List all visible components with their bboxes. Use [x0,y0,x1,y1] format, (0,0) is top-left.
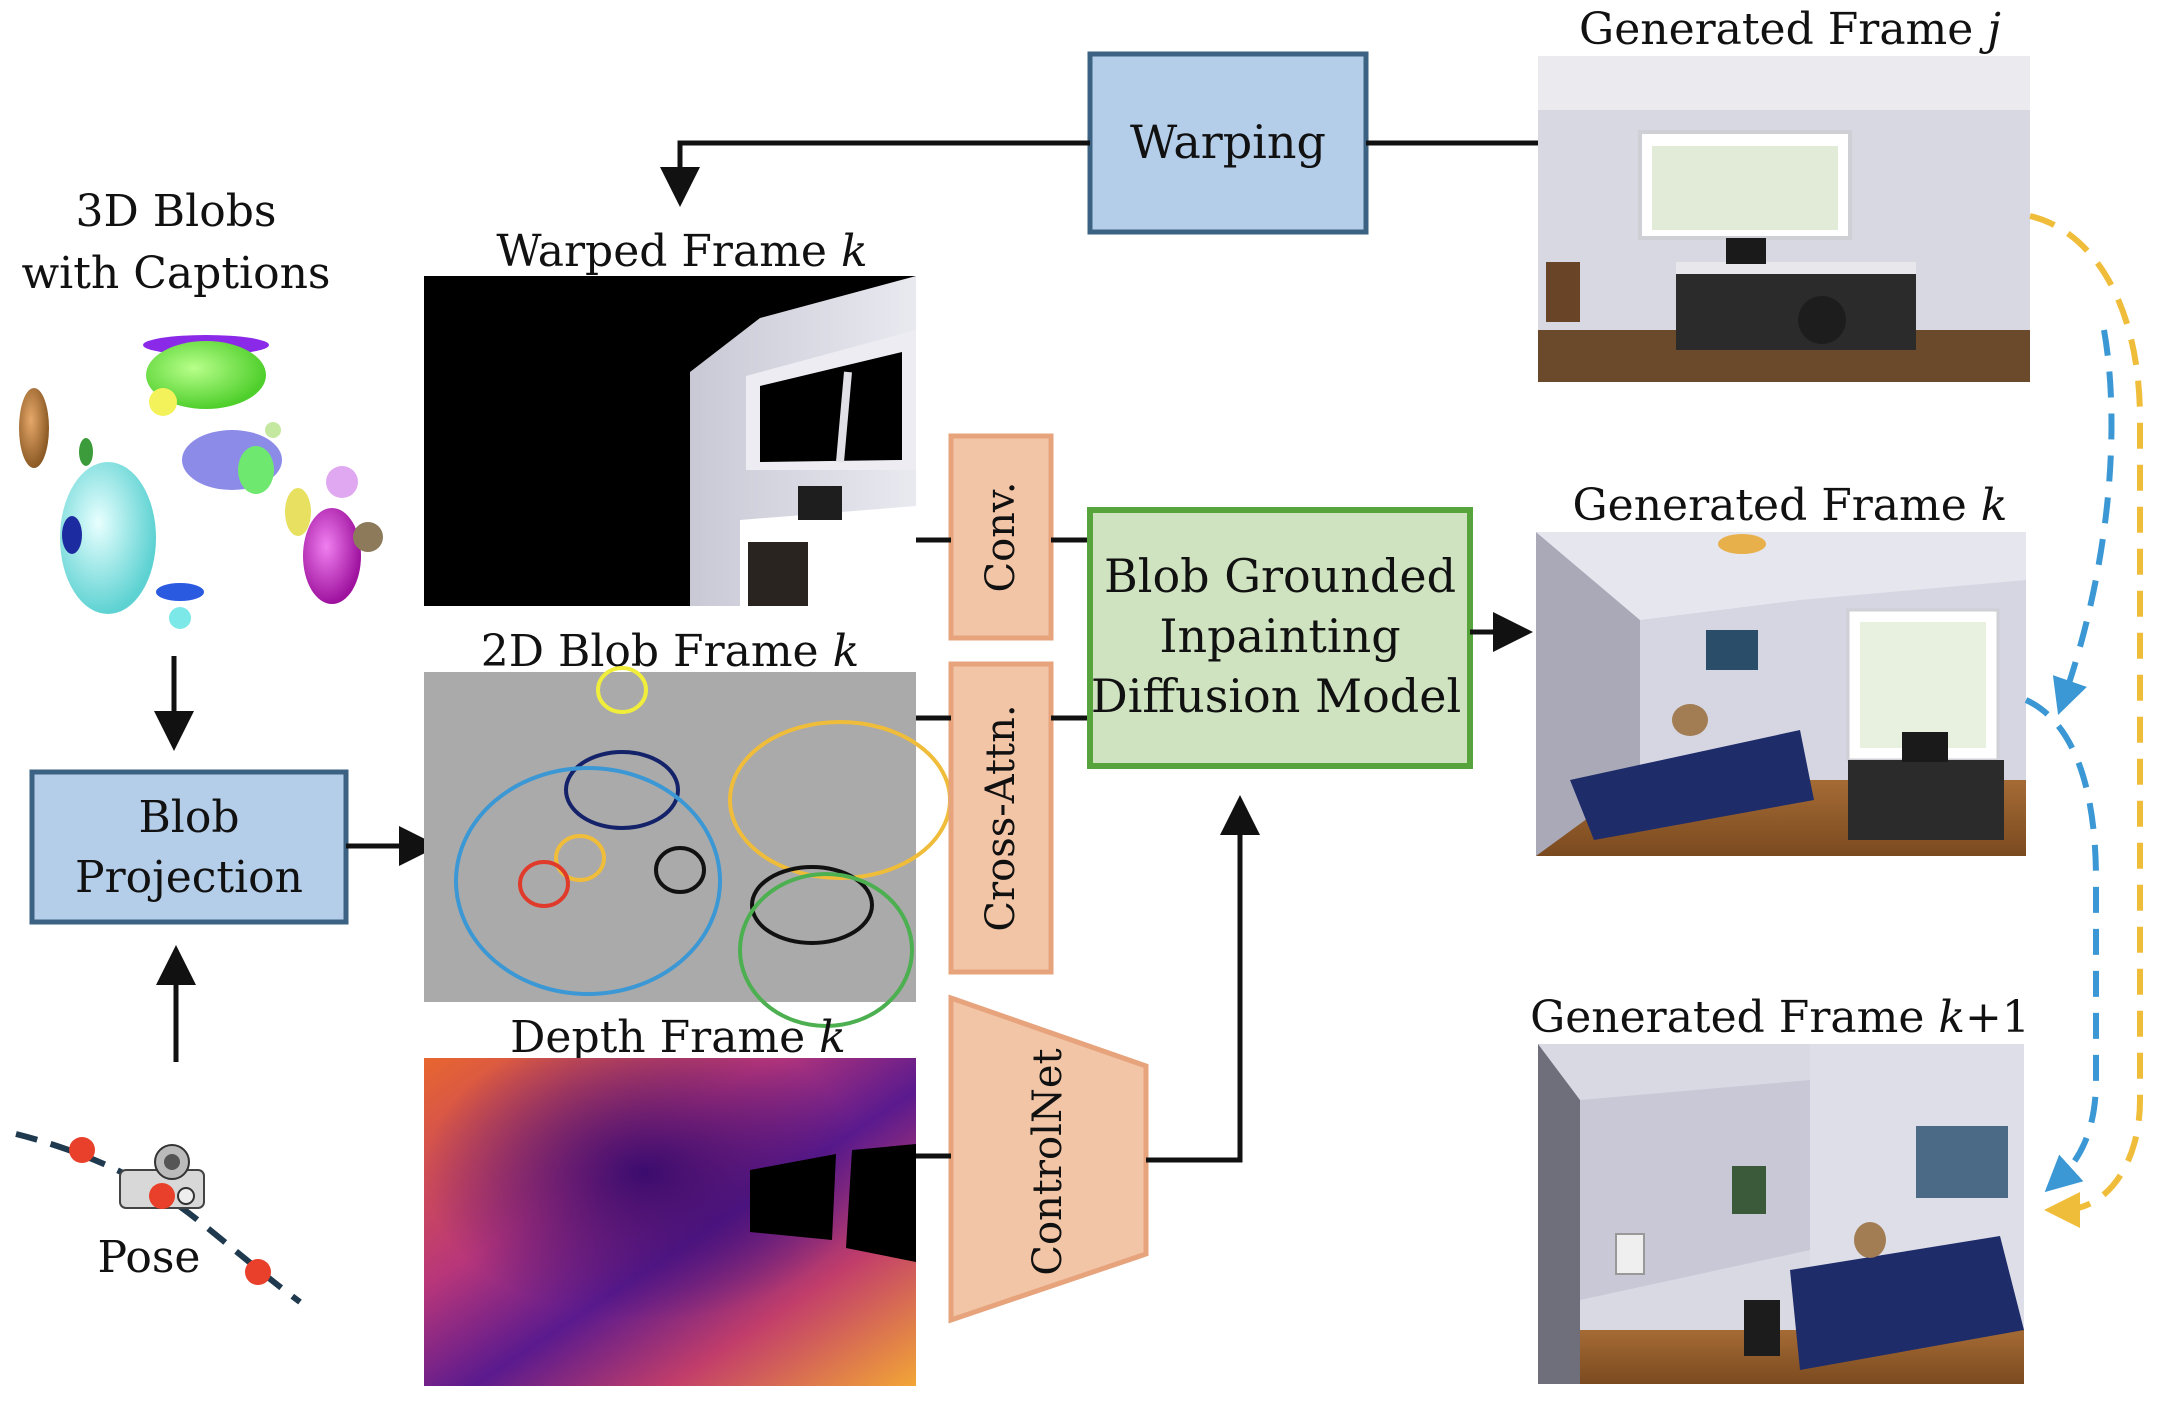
blob-brown-tall [19,388,49,468]
pose-point-3 [245,1259,271,1285]
blob-navy [62,516,82,554]
warped-frame-title: Warped Frame k [496,226,867,277]
arrow-warping-to-warped [660,140,1090,207]
blobs-title-line2: with Captions [22,248,331,299]
blobs-title: 3D Blobs with Captions [22,186,331,299]
pose-label: Pose [98,1232,201,1283]
gen-frame-k1-title: Generated Frame k+1 [1530,992,2030,1043]
blob-projection-line1: Blob [138,792,239,843]
blue-dashed-arrow-1 [2052,329,2115,716]
blobs-title-line1: 3D Blobs [76,186,277,237]
controlnet-box: ControlNet [948,994,1149,1324]
yellow-dashed-arrow [2029,213,2143,1228]
depth-frame-image [424,1058,916,1386]
gen-frame-k-image [1536,532,2026,856]
3d-blobs-illustration [19,335,383,629]
blob2d-frame-image [424,666,952,1028]
warping-box: Warping [1087,51,1369,235]
blob-magenta [303,508,361,604]
model-label-line1: Blob Grounded [1104,549,1456,603]
blob-yellow-tall [285,488,311,536]
gen-frame-j-image [1538,56,2030,382]
pose-point-1 [69,1137,95,1163]
blob-cyan-large [60,462,156,614]
controlnet-label: ControlNet [1025,1048,1071,1275]
depth-frame-title: Depth Frame k [510,1012,846,1063]
blob-khaki [353,522,383,552]
conv-box: Conv. [948,433,1054,641]
diffusion-model-box: Blob Grounded Inpainting Diffusion Model [1087,507,1473,769]
pose-point-2 [149,1183,175,1209]
blob-green-round [238,446,274,494]
cross-attn-box: Cross-Attn. [948,661,1054,975]
gen-frame-j-title: Generated Frame j [1579,4,2001,55]
warped-frame-image [424,276,916,606]
arrow-controlnet-to-model [1146,795,1260,1163]
gen-frame-k1-image [1538,1044,2024,1384]
conv-label: Conv. [978,481,1024,592]
cross-attn-label: Cross-Attn. [978,704,1024,931]
pose-illustration: Pose [15,1131,302,1305]
model-label-line2: Inpainting [1159,609,1400,663]
blob-blue-disk [156,583,204,601]
camera-icon [119,1144,205,1209]
blob-tiny-green [265,422,281,438]
blob-green [146,341,266,409]
blue-dashed-arrow-2 [2024,697,2099,1193]
warping-label: Warping [1130,115,1326,169]
blob-projection-box: Blob Projection [29,769,349,925]
blob-green-small [79,438,93,466]
blob-pink-small [326,466,358,498]
blob-cyan-small [169,607,191,629]
blob-projection-line2: Projection [75,852,303,903]
blob2d-frame-title: 2D Blob Frame k [481,626,860,677]
blob-yellow-small [149,388,177,416]
model-label-line3: Diffusion Model [1091,669,1461,723]
gen-frame-k-title: Generated Frame k [1573,480,2008,531]
